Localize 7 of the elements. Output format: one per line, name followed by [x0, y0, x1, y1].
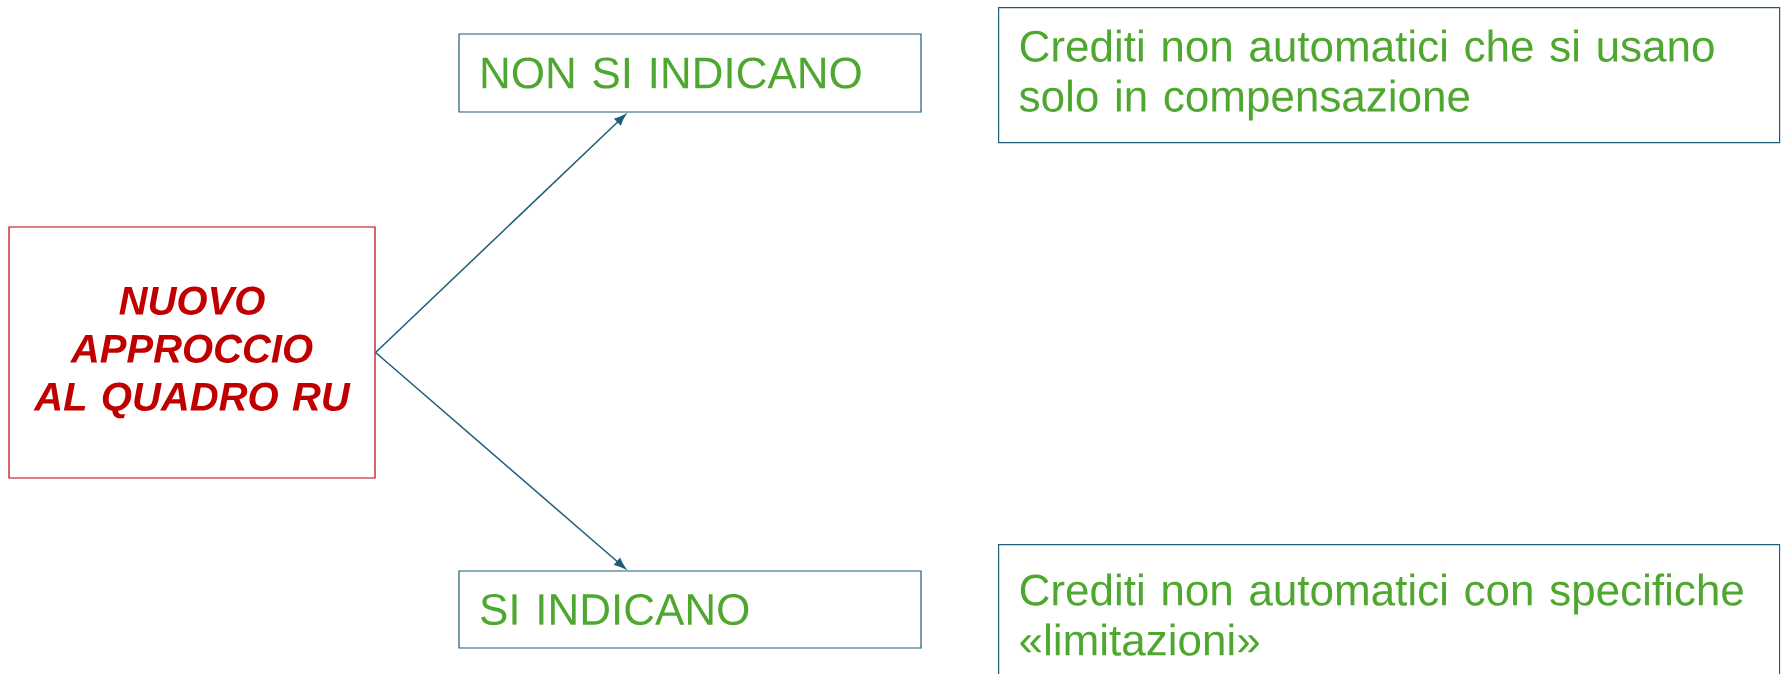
main-box: NUOVO APPROCCIO AL QUADRO RU: [8, 226, 376, 479]
arrow: [374, 114, 626, 354]
label-box: NON SI INDICANO: [458, 33, 922, 113]
text-box: Crediti non automatici che si usano solo in compensazione: [998, 7, 1781, 144]
text-box: Crediti non automatici con specifiche «limitazioni»: [998, 544, 1781, 674]
label-box: SI INDICANO: [458, 570, 922, 649]
arrow: [374, 351, 626, 570]
